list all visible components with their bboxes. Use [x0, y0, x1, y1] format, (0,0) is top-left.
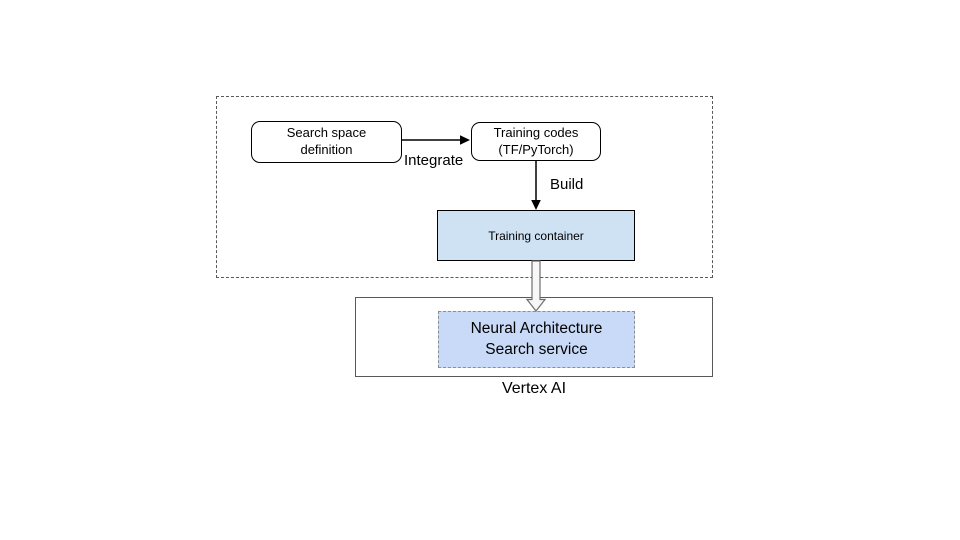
training-container-node: Training container [437, 210, 635, 261]
training-setup-dashed-region [216, 96, 713, 278]
build-arrow-label: Build [550, 176, 584, 193]
neural-architecture-search-service-node: Neural Architecture Search service [438, 311, 635, 368]
search-space-definition-node: Search space definition [251, 121, 402, 163]
training-codes-node: Training codes (TF/PyTorch) [471, 122, 601, 161]
integrate-arrow-label: Integrate [404, 152, 464, 169]
vertex-ai-label: Vertex AI [501, 380, 567, 397]
